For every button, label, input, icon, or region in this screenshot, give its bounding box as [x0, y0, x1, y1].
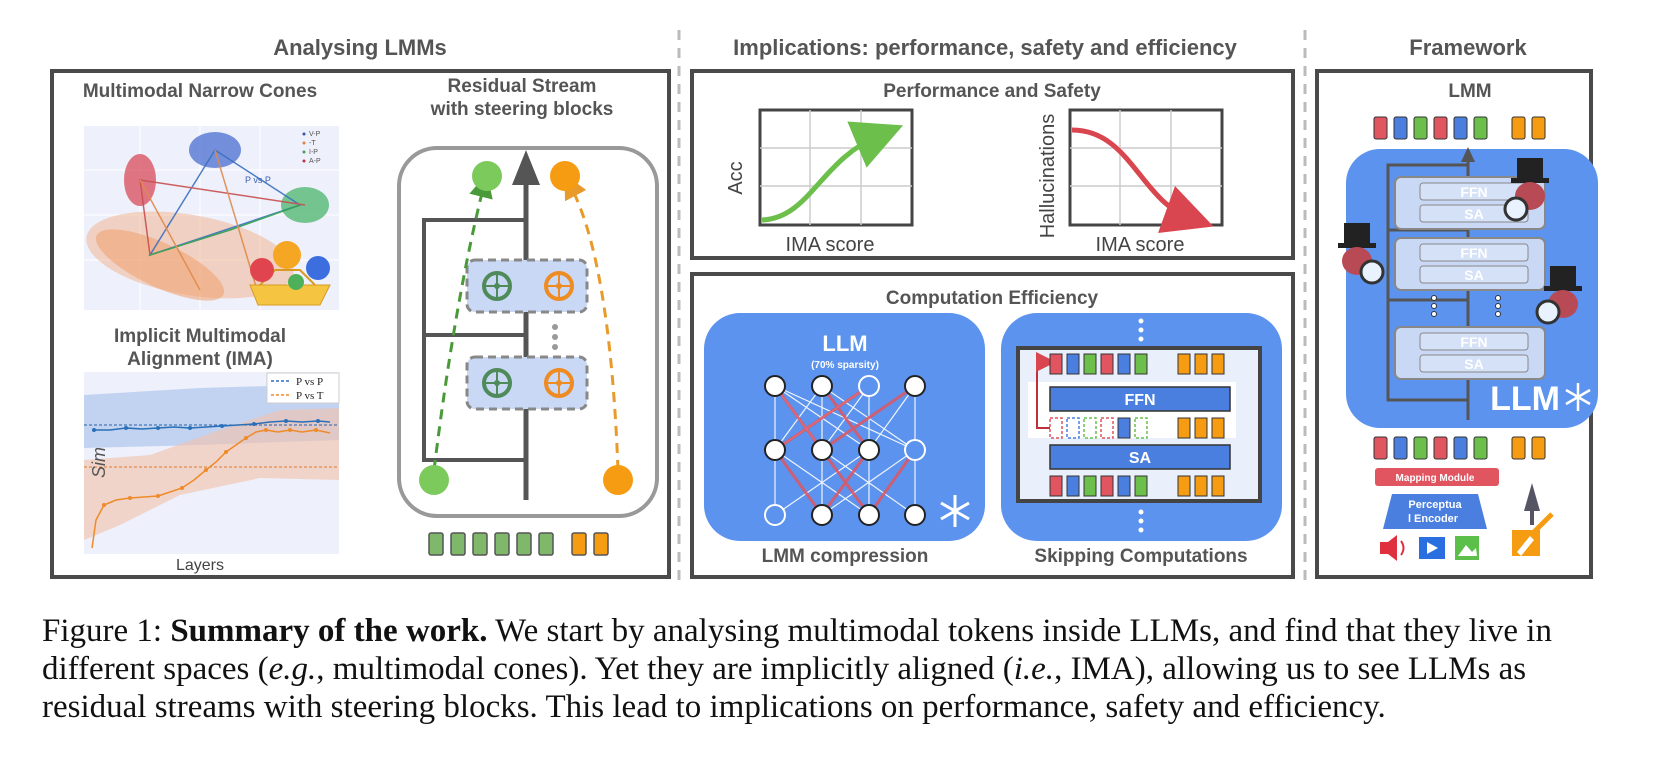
cones-legend-1: -T — [309, 140, 316, 147]
fw-ffn-3: FFN — [1460, 334, 1487, 350]
acc-ylabel: Acc — [725, 161, 747, 194]
framework-output-tokens — [1373, 116, 1546, 140]
ima-legend-pvt: P vs T — [296, 390, 324, 402]
caption-ie: i.e. — [1013, 651, 1055, 687]
analysing-panel — [50, 69, 671, 579]
inspector-mascot-icon — [1338, 158, 1582, 325]
caption-prefix: Figure 1: — [42, 613, 163, 649]
caption-eg: e.g. — [268, 651, 317, 687]
cones-legend-0: V-P — [309, 131, 321, 138]
figure-caption: Figure 1: Summary of the work. We start … — [42, 612, 1632, 726]
summary-figure: Analysing LMMs Implications: performance… — [50, 30, 1598, 580]
section-title-implications: Implications: performance, safety and ef… — [733, 35, 1237, 60]
ima-legend-pvp: P vs P — [296, 376, 323, 388]
computation-title: Computation Efficiency — [886, 288, 1099, 309]
llm-label: LLM — [822, 331, 867, 356]
skip-ffn-label: FFN — [1124, 392, 1155, 409]
caption-part3: , IMA), allowing us to see LLMs as resid… — [42, 651, 1527, 725]
framework-input-tokens — [1373, 436, 1546, 460]
acc-xlabel: IMA score — [786, 234, 875, 256]
ima-legend — [266, 372, 340, 404]
video-icon — [1419, 537, 1445, 559]
caption-part1: We start by analysing multimodal tokens … — [42, 613, 1552, 687]
encoder-box — [1383, 494, 1487, 529]
fw-sa-1: SA — [1464, 206, 1483, 222]
token-green-in — [419, 465, 449, 495]
caption-bold: Summary of the work. — [170, 613, 488, 649]
ima-ylabel: Sim — [89, 447, 109, 478]
ima-title-line2: Alignment (IMA) — [127, 349, 273, 370]
mapping-module-label: Mapping Module — [1396, 473, 1475, 484]
hallucinations-ylabel: Hallucinations — [1037, 114, 1059, 239]
hall-xlabel: IMA score — [1096, 234, 1185, 256]
cones-title: Multimodal Narrow Cones — [83, 81, 317, 102]
sparsity-label: (70% sparsity) — [811, 360, 879, 371]
cones-annotation: P vs P — [245, 175, 271, 185]
skipping-label: Skipping Computations — [1034, 546, 1247, 567]
performance-panel — [690, 69, 1295, 260]
snowflake-icon — [1565, 383, 1591, 411]
framework-llm-block: FFN SA FFN SA FFN SA LLM — [1338, 147, 1598, 428]
skip-sa-block — [1049, 444, 1231, 470]
text-edit-icon — [1512, 483, 1554, 556]
cones-legend-2: I-P — [309, 149, 318, 156]
mapping-module-box — [1375, 468, 1499, 486]
cones-legend-3: A-P — [309, 158, 321, 165]
residual-token-row — [428, 532, 609, 556]
token-orange-out — [550, 161, 580, 191]
residual-title-line2: with steering blocks — [430, 99, 614, 120]
computation-panel — [690, 272, 1295, 579]
snowflake-icon — [940, 495, 970, 527]
token-green-out — [472, 161, 502, 191]
fw-ffn-1: FFN — [1460, 184, 1487, 200]
residual-title-line1: Residual Stream — [448, 76, 597, 97]
framework-lmm-label: LMM — [1448, 81, 1491, 102]
encoder-label-1: Perceptua — [1408, 499, 1462, 511]
audio-icon — [1380, 535, 1405, 561]
skip-sa-label: SA — [1129, 450, 1152, 467]
cones-plot: V-P -T I-P A-P P vs P — [84, 126, 339, 310]
skip-ffn-block — [1049, 386, 1231, 412]
modality-mascots-icon — [249, 241, 331, 306]
fw-sa-2: SA — [1464, 267, 1483, 283]
fw-ffn-2: FFN — [1460, 245, 1487, 261]
ima-title-line1: Implicit Multimodal — [114, 326, 286, 347]
performance-title: Performance and Safety — [883, 81, 1101, 102]
skipping-computation-diagram: FFN SA — [1001, 313, 1282, 541]
residual-stream-diagram — [397, 146, 659, 556]
fw-llm-label: LLM — [1490, 380, 1560, 418]
lmm-compression-label: LMM compression — [762, 546, 929, 567]
section-title-analysing: Analysing LMMs — [273, 35, 447, 60]
steering-wheel-icon — [482, 271, 574, 398]
llm-compression-diagram: LLM (70% sparsity) — [704, 313, 985, 541]
ima-xlabel: Layers — [176, 557, 224, 574]
hallucination-plot: Hallucinations IMA score — [1037, 108, 1224, 256]
accuracy-plot: Acc IMA score — [725, 108, 914, 256]
ima-plot: P vs P P vs T Sim — [84, 372, 340, 554]
encoder-label-2: l Encoder — [1408, 513, 1459, 525]
image-icon — [1455, 536, 1479, 560]
caption-part2: , multimodal cones). Yet they are implic… — [316, 651, 1014, 687]
token-orange-in — [603, 465, 633, 495]
section-title-framework: Framework — [1409, 35, 1527, 60]
fw-sa-3: SA — [1464, 356, 1483, 372]
